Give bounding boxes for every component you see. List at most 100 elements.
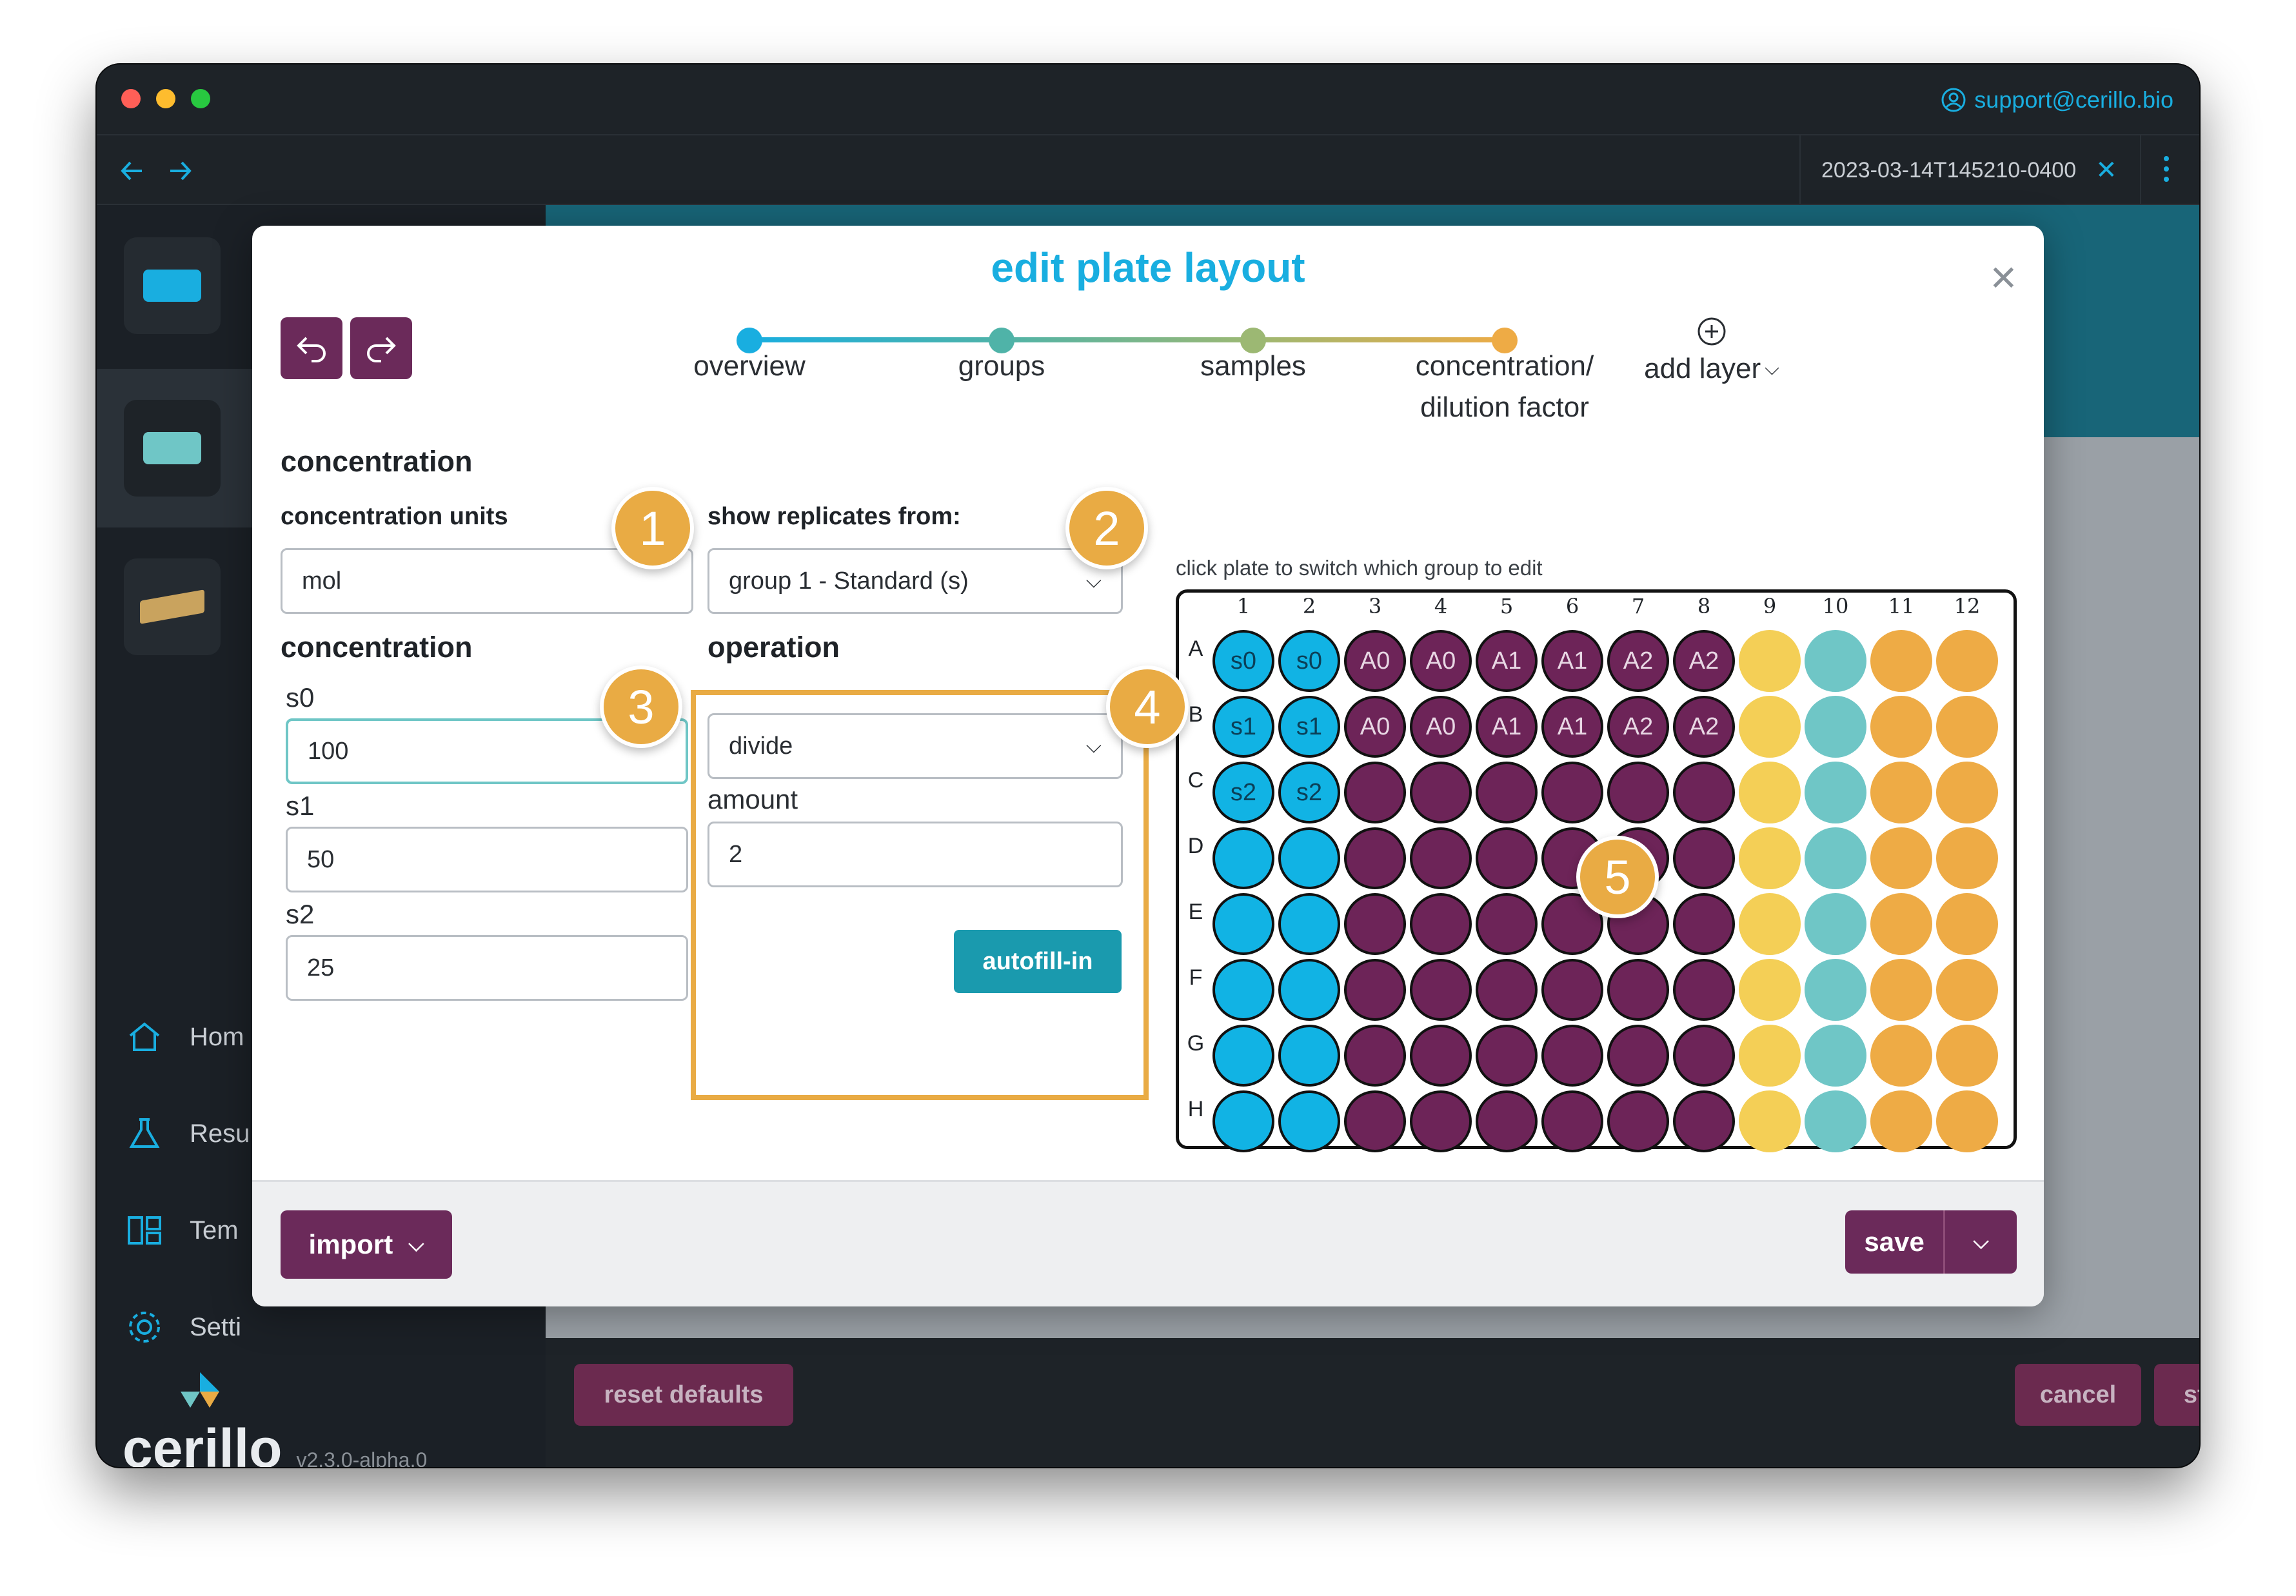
- well-G2[interactable]: [1278, 1025, 1340, 1087]
- amount-input[interactable]: 2: [708, 822, 1123, 887]
- well-A5[interactable]: A1: [1476, 630, 1538, 692]
- add-layer-button[interactable]: add layer ⌵: [1638, 316, 1786, 386]
- step-dot-concentration[interactable]: [1492, 328, 1518, 353]
- well-D2[interactable]: [1278, 827, 1340, 889]
- well-H2[interactable]: [1278, 1090, 1340, 1152]
- s1-input[interactable]: 50: [286, 827, 688, 892]
- support-link[interactable]: support@cerillo.bio: [1941, 84, 2173, 116]
- step-dot-samples[interactable]: [1240, 328, 1266, 353]
- well-D3[interactable]: [1344, 827, 1406, 889]
- well-F4[interactable]: [1410, 959, 1472, 1021]
- well-G8[interactable]: [1673, 1025, 1735, 1087]
- well-H6[interactable]: [1541, 1090, 1603, 1152]
- well-A6[interactable]: A1: [1541, 630, 1603, 692]
- well-E8[interactable]: [1673, 893, 1735, 955]
- step-samples-label[interactable]: samples: [1200, 350, 1306, 382]
- minimize-window-button[interactable]: [156, 89, 175, 108]
- well-G9[interactable]: [1739, 1025, 1801, 1087]
- well-E2[interactable]: [1278, 893, 1340, 955]
- well-F7[interactable]: [1607, 959, 1669, 1021]
- nav-templates[interactable]: Tem: [125, 1211, 239, 1250]
- well-C5[interactable]: [1476, 762, 1538, 823]
- well-H10[interactable]: [1805, 1090, 1866, 1152]
- back-arrow-icon[interactable]: [116, 155, 148, 187]
- nav-results[interactable]: Resu: [125, 1114, 250, 1153]
- well-E10[interactable]: [1805, 893, 1866, 955]
- well-H3[interactable]: [1344, 1090, 1406, 1152]
- well-C10[interactable]: [1805, 762, 1866, 823]
- well-H12[interactable]: [1936, 1090, 1998, 1152]
- well-C1[interactable]: s2: [1212, 762, 1274, 823]
- well-H4[interactable]: [1410, 1090, 1472, 1152]
- forward-arrow-icon[interactable]: [164, 155, 196, 187]
- well-A8[interactable]: A2: [1673, 630, 1735, 692]
- well-G5[interactable]: [1476, 1025, 1538, 1087]
- well-E9[interactable]: [1739, 893, 1801, 955]
- well-C9[interactable]: [1739, 762, 1801, 823]
- close-tab-icon[interactable]: ✕: [2095, 156, 2117, 184]
- well-F12[interactable]: [1936, 959, 1998, 1021]
- well-A7[interactable]: A2: [1607, 630, 1669, 692]
- well-A2[interactable]: s0: [1278, 630, 1340, 692]
- close-modal-icon[interactable]: ✕: [1988, 259, 2018, 298]
- well-B12[interactable]: [1936, 696, 1998, 758]
- step-dot-groups[interactable]: [989, 328, 1014, 353]
- device-card[interactable]: [97, 533, 546, 685]
- concentration-units-input[interactable]: mol: [281, 548, 693, 614]
- well-F6[interactable]: [1541, 959, 1603, 1021]
- well-B10[interactable]: [1805, 696, 1866, 758]
- well-B4[interactable]: A0: [1410, 696, 1472, 758]
- well-D5[interactable]: [1476, 827, 1538, 889]
- replicates-select[interactable]: group 1 - Standard (s) ⌵: [708, 548, 1123, 614]
- well-H5[interactable]: [1476, 1090, 1538, 1152]
- well-C3[interactable]: [1344, 762, 1406, 823]
- well-A1[interactable]: s0: [1212, 630, 1274, 692]
- well-H11[interactable]: [1870, 1090, 1932, 1152]
- well-B1[interactable]: s1: [1212, 696, 1274, 758]
- well-G10[interactable]: [1805, 1025, 1866, 1087]
- import-button[interactable]: import ⌵: [281, 1210, 452, 1279]
- well-F10[interactable]: [1805, 959, 1866, 1021]
- s0-input[interactable]: 100: [286, 718, 688, 784]
- well-G6[interactable]: [1541, 1025, 1603, 1087]
- nav-settings[interactable]: Setti: [125, 1308, 241, 1346]
- well-G4[interactable]: [1410, 1025, 1472, 1087]
- well-C2[interactable]: s2: [1278, 762, 1340, 823]
- well-B6[interactable]: A1: [1541, 696, 1603, 758]
- well-F8[interactable]: [1673, 959, 1735, 1021]
- well-G12[interactable]: [1936, 1025, 1998, 1087]
- well-C11[interactable]: [1870, 762, 1932, 823]
- cancel-button[interactable]: cancel: [2015, 1364, 2141, 1426]
- start-button[interactable]: start: [2154, 1364, 2199, 1426]
- well-D1[interactable]: [1212, 827, 1274, 889]
- well-A12[interactable]: [1936, 630, 1998, 692]
- well-C6[interactable]: [1541, 762, 1603, 823]
- well-A9[interactable]: [1739, 630, 1801, 692]
- well-F5[interactable]: [1476, 959, 1538, 1021]
- s2-input[interactable]: 25: [286, 935, 688, 1001]
- well-H9[interactable]: [1739, 1090, 1801, 1152]
- well-B3[interactable]: A0: [1344, 696, 1406, 758]
- well-B9[interactable]: [1739, 696, 1801, 758]
- well-E4[interactable]: [1410, 893, 1472, 955]
- well-B11[interactable]: [1870, 696, 1932, 758]
- well-G1[interactable]: [1212, 1025, 1274, 1087]
- well-B7[interactable]: A2: [1607, 696, 1669, 758]
- step-groups-label[interactable]: groups: [958, 350, 1045, 382]
- well-B5[interactable]: A1: [1476, 696, 1538, 758]
- step-dot-overview[interactable]: [737, 328, 762, 353]
- undo-button[interactable]: [281, 317, 342, 379]
- well-E12[interactable]: [1936, 893, 1998, 955]
- well-A3[interactable]: A0: [1344, 630, 1406, 692]
- well-B2[interactable]: s1: [1278, 696, 1340, 758]
- nav-home[interactable]: Hom: [125, 1018, 244, 1056]
- well-G11[interactable]: [1870, 1025, 1932, 1087]
- well-E5[interactable]: [1476, 893, 1538, 955]
- well-D11[interactable]: [1870, 827, 1932, 889]
- well-C4[interactable]: [1410, 762, 1472, 823]
- device-card[interactable]: [97, 212, 546, 364]
- step-concentration-label[interactable]: concentration/ dilution factor: [1415, 350, 1594, 423]
- well-E3[interactable]: [1344, 893, 1406, 955]
- well-C12[interactable]: [1936, 762, 1998, 823]
